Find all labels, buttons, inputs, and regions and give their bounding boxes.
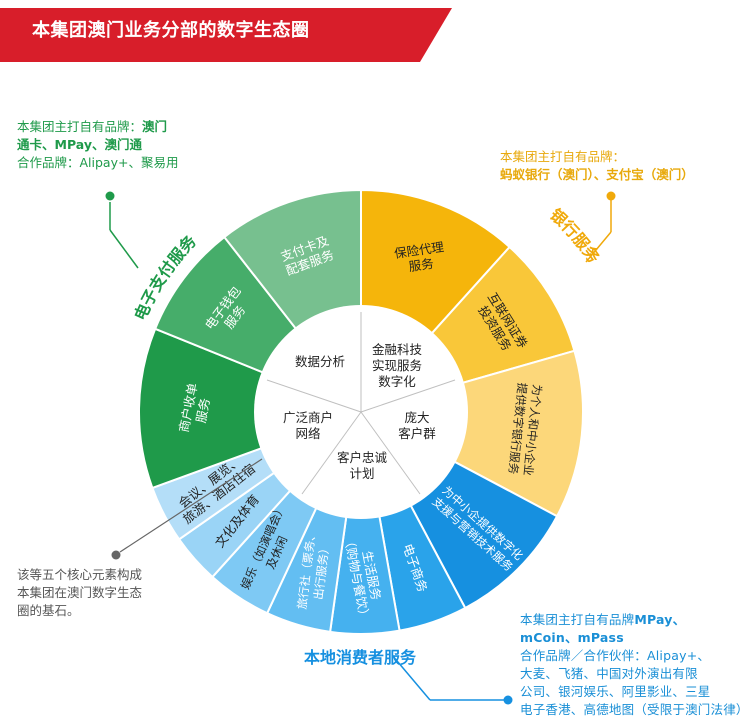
note-payment-brands: 本集团主打自有品牌：澳门 通卡、MPay、澳门通 合作品牌：Alipay+、聚易… — [17, 119, 179, 170]
note-banking-brands: 本集团主打自有品牌： 蚂蚁银行（澳门）、支付宝（澳门） — [500, 149, 694, 182]
core-merchant-network-1: 广泛商户 — [283, 410, 333, 425]
core-fintech-3: 数字化 — [378, 374, 416, 389]
page-title: 本集团澳门业务分部的数字生态圈 — [32, 20, 310, 41]
note-local-brands: 本集团主打自有品牌MPay、 mCoin、mPass 合作品牌／合作伙伴：Ali… — [520, 612, 749, 717]
core-customer-base-2: 客户群 — [398, 426, 436, 441]
header-banner — [0, 8, 452, 62]
core-divider — [360, 411, 421, 495]
core-customer-base-1: 庞大 — [404, 410, 429, 425]
core-fintech-1: 金融科技 — [372, 342, 423, 357]
core-fintech-2: 实现服务 — [372, 358, 422, 373]
core-data-analytics: 数据分析 — [295, 354, 345, 369]
connector-local — [391, 654, 513, 705]
core-divider — [301, 411, 362, 495]
connector-payment — [105, 191, 139, 269]
segment-label-insurance: 保险代理服务 — [393, 239, 447, 276]
core-loyalty-1: 客户忠诚 — [337, 450, 388, 465]
core-divider — [266, 379, 362, 413]
core-divider — [360, 379, 456, 413]
category-banking: 银行服务 — [546, 205, 604, 267]
category-local: 本地消费者服务 — [304, 648, 417, 667]
wheel-segments — [138, 188, 584, 635]
note-core-elements: 该等五个核心元素构成 本集团在澳门数字生态 圈的基石。 — [17, 567, 143, 618]
connector-core — [111, 458, 263, 560]
core-loyalty-2: 计划 — [349, 466, 374, 481]
core-merchant-network-2: 网络 — [295, 426, 321, 441]
connector-banking — [585, 191, 616, 263]
